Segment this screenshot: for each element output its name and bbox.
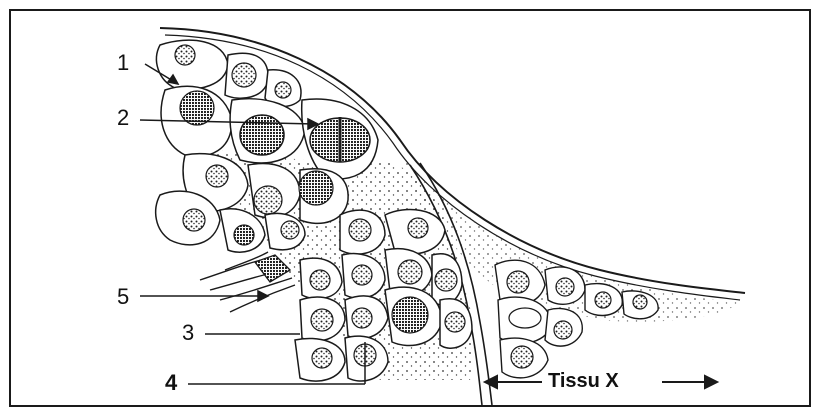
fibers [200,252,295,312]
label-2: 2 [117,107,129,129]
label-3: 3 [182,322,194,344]
label-4: 4 [165,372,177,394]
label-5: 5 [117,286,129,308]
label-1: 1 [117,52,129,74]
tissue-x-label: Tissu X [548,371,619,391]
